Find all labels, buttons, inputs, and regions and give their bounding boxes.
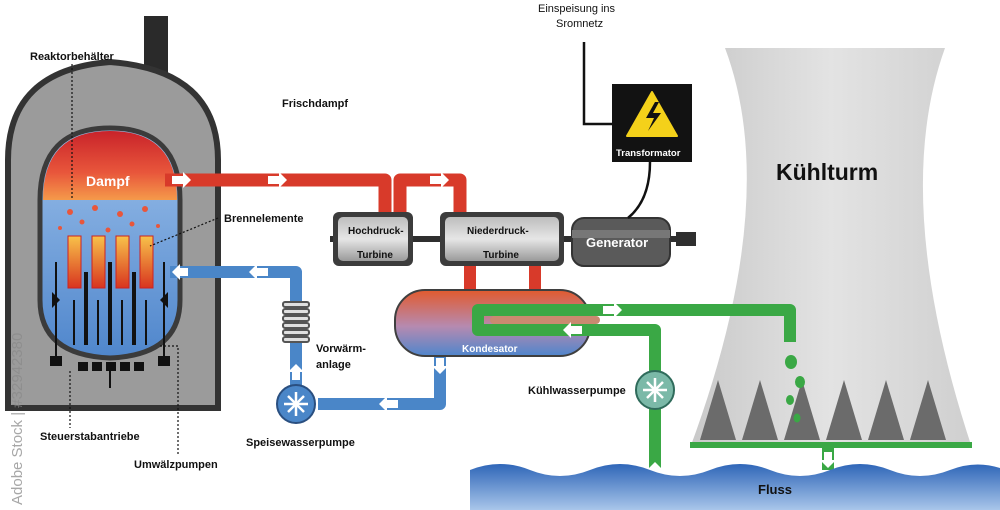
falling-water-drops <box>785 355 805 423</box>
label-preheater-2: anlage <box>316 359 351 371</box>
steam-region <box>43 131 177 200</box>
cooling-flow-arrows <box>563 302 836 478</box>
label-lp-turbine-2: Turbine <box>483 250 519 261</box>
reactor-building <box>5 16 221 411</box>
label-reactor-vessel: Reaktorbehälter <box>30 51 114 63</box>
tower-spray-cones <box>700 380 946 440</box>
label-circulation-pumps: Umwälzpumpen <box>134 459 218 471</box>
label-preheater-1: Vorwärm- <box>316 343 366 355</box>
label-generator: Generator <box>586 235 648 250</box>
label-river: Fluss <box>758 482 792 497</box>
watermark-text: Adobe Stock | #32942380 <box>9 333 26 505</box>
transformer <box>582 42 692 219</box>
lp-turbine <box>440 212 564 266</box>
label-hp-turbine-2: Turbine <box>357 250 393 261</box>
hp-turbine <box>333 212 413 266</box>
feedwater-pump <box>276 384 316 424</box>
label-transformer: Transformator <box>616 148 681 159</box>
control-rod-drives <box>78 362 144 388</box>
steam-bubbles <box>58 205 160 233</box>
steam-flow-arrows <box>172 172 449 188</box>
label-fuel-elements: Brennelemente <box>224 213 303 225</box>
label-control-rod-drives: Steuerstabantriebe <box>40 431 140 443</box>
cooling-tower <box>690 48 972 448</box>
leader-lines <box>69 64 219 456</box>
label-cooling-tower: Kühlturm <box>776 159 878 185</box>
label-grid-2: Sromnetz <box>556 18 603 30</box>
generator <box>571 217 671 267</box>
river <box>470 464 1000 510</box>
feedwater-arrows <box>172 264 448 412</box>
circulation-pumps <box>50 262 170 366</box>
label-steam: Dampf <box>86 173 130 189</box>
label-feedwater-pump: Speisewasserpumpe <box>246 437 355 449</box>
label-live-steam: Frischdampf <box>282 98 348 110</box>
label-lp-turbine-1: Niederdruck- <box>467 226 529 237</box>
stock-watermark: Adobe Stock | #32942380 <box>9 333 26 505</box>
preheater <box>282 301 310 343</box>
label-grid-1: Einspeisung ins <box>538 3 616 15</box>
label-hp-turbine-1: Hochdruck- <box>348 226 404 237</box>
label-condenser: Kondesator <box>462 344 518 355</box>
cooling-water-pump <box>635 370 675 410</box>
control-rods <box>73 262 147 345</box>
fuel-elements <box>67 235 154 289</box>
condenser-coil <box>490 316 600 324</box>
label-cooling-water-pump: Kühlwasserpumpe <box>528 385 626 397</box>
